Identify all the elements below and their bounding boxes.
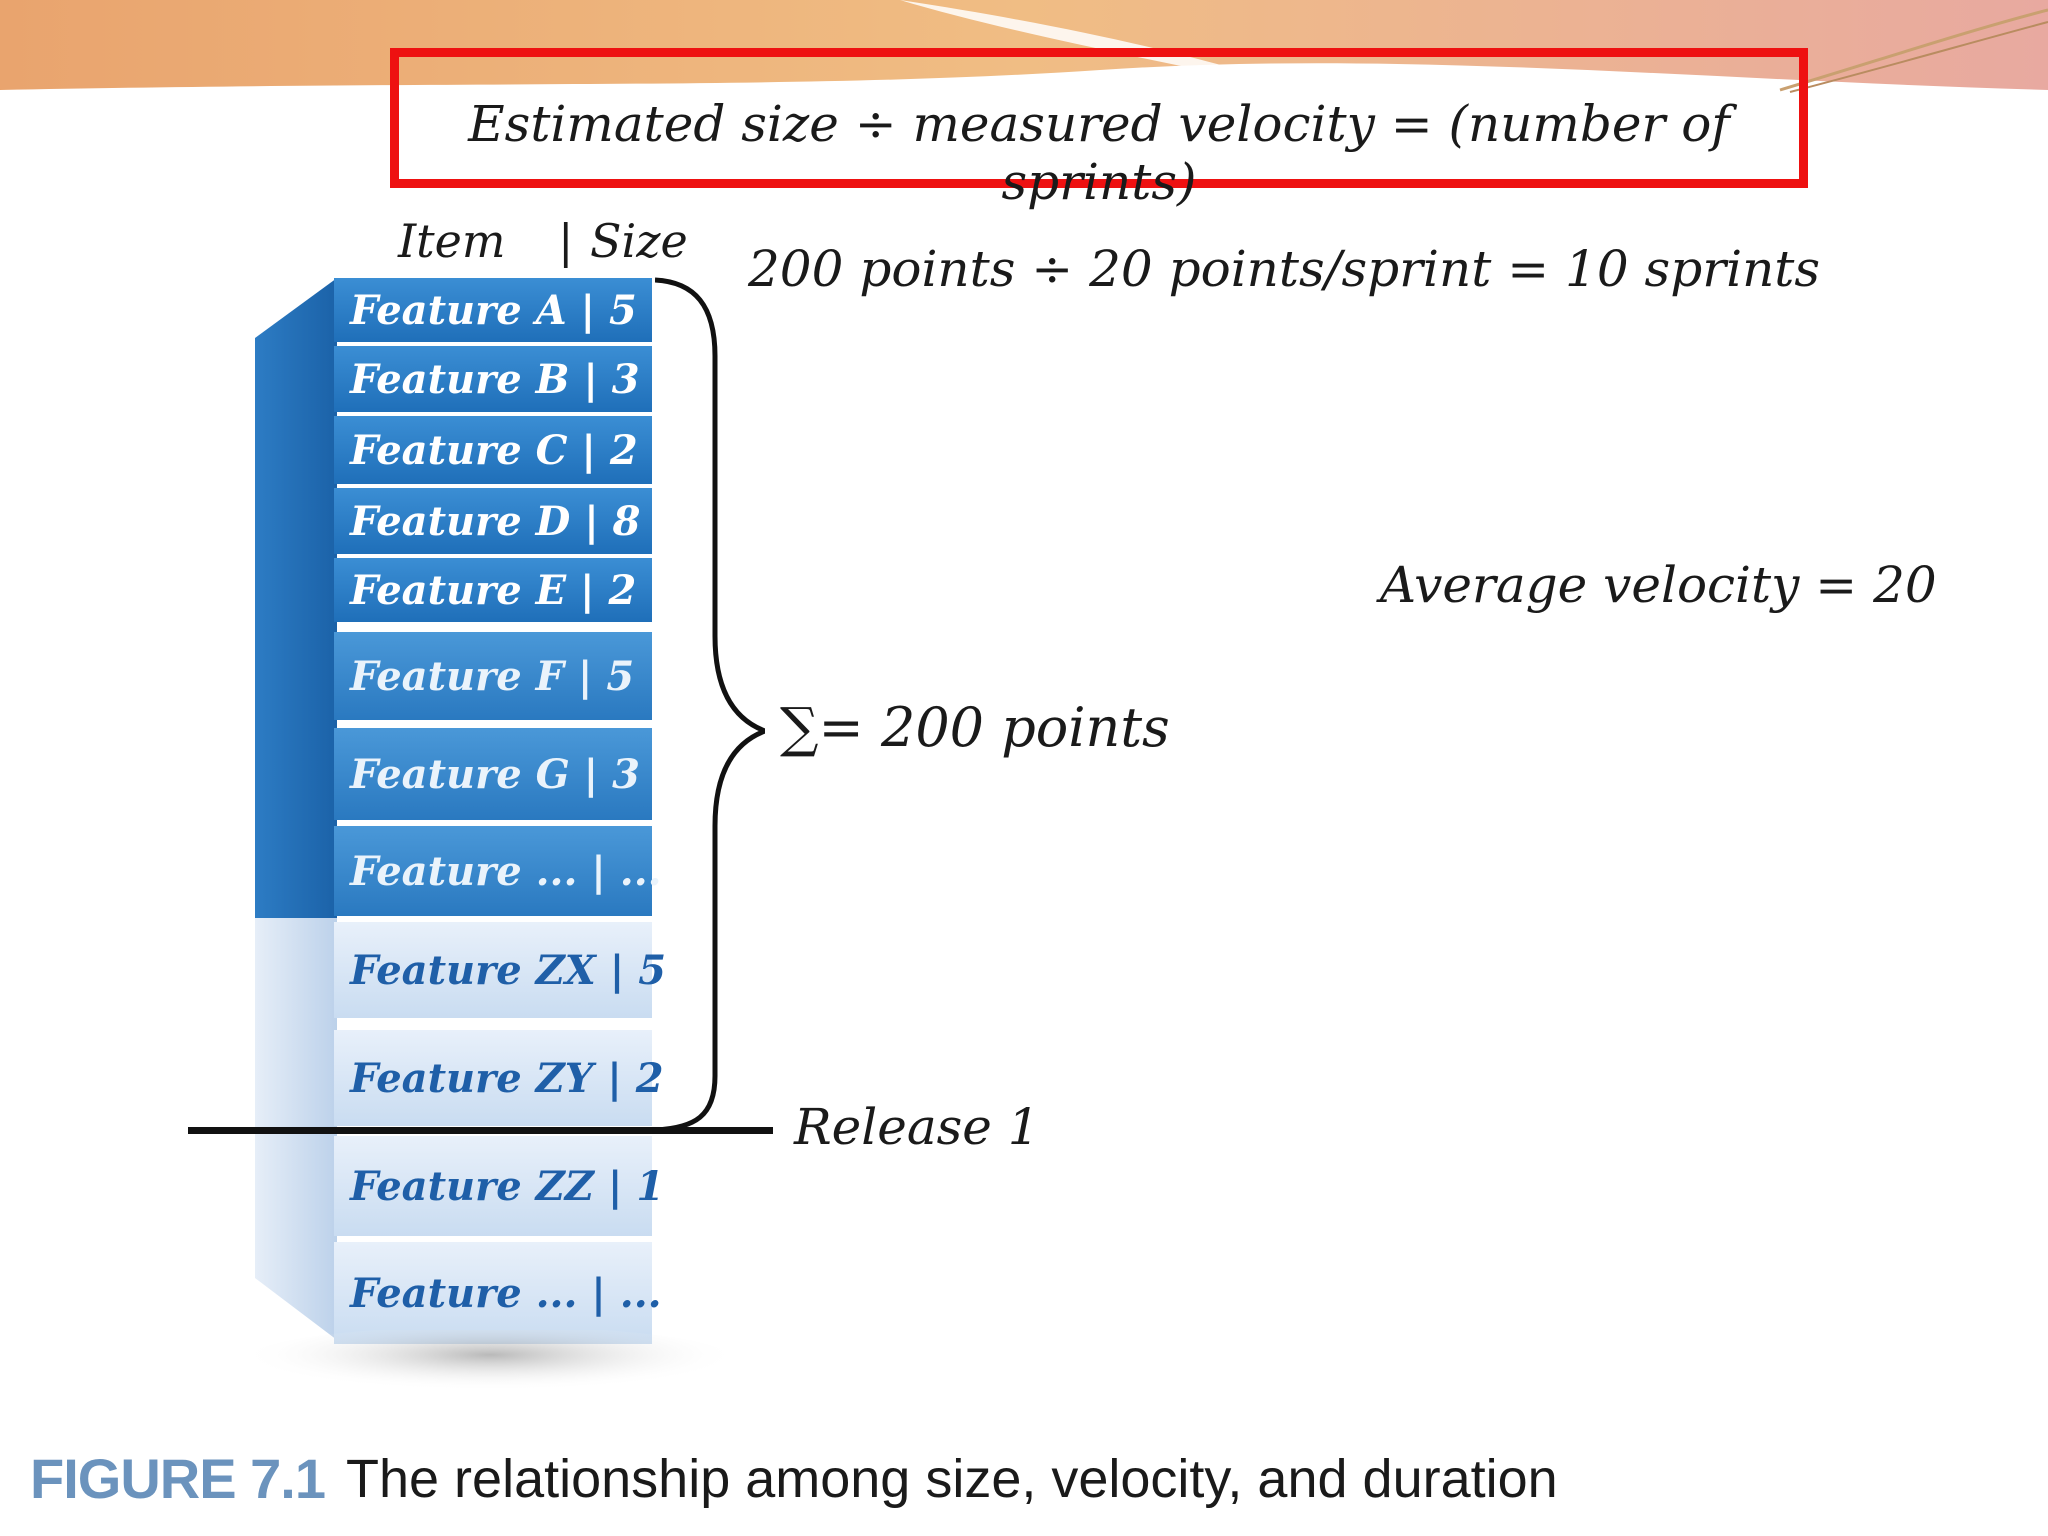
formula-highlight-box: Estimated size ÷ measured velocity = (nu… [390,48,1808,211]
column-header-separator: | [558,214,574,268]
release-line [188,1127,773,1134]
figure-caption: The relationship among size, velocity, a… [346,1449,1558,1509]
feature-block: Feature ... | ... [334,826,662,916]
feature-block: Feature E | 2 [334,558,652,622]
feature-block: Feature ZX | 5 [334,922,666,1018]
release-label: Release 1 [794,1098,1040,1156]
feature-block: Feature B | 3 [334,346,652,412]
feature-block: Feature ... | ... [334,1242,662,1344]
stack-side-panel [255,278,337,1340]
feature-block: Feature F | 5 [334,632,652,720]
calculation-text: 200 points ÷ 20 points/sprint = 10 sprin… [748,240,1821,298]
figure-number: FIGURE 7.1 [30,1447,326,1510]
stack-shadow [240,1330,740,1398]
feature-block: Feature D | 8 [334,488,652,554]
formula-text: Estimated size ÷ measured velocity = (nu… [468,95,1730,211]
feature-block: Feature G | 3 [334,728,652,820]
sum-label: ∑= 200 points [780,696,1170,759]
top-banner-decoration [0,0,2048,93]
feature-block: Feature ZY | 2 [334,1030,664,1126]
column-header-size: Size [590,214,688,268]
average-velocity-note: Average velocity = 20 [1380,556,1937,614]
feature-block: Feature ZZ | 1 [334,1136,664,1236]
feature-block: Feature A | 5 [334,278,652,342]
column-header-item: Item [398,214,506,268]
feature-block: Feature C | 2 [334,416,652,484]
sum-brace [655,277,765,1133]
